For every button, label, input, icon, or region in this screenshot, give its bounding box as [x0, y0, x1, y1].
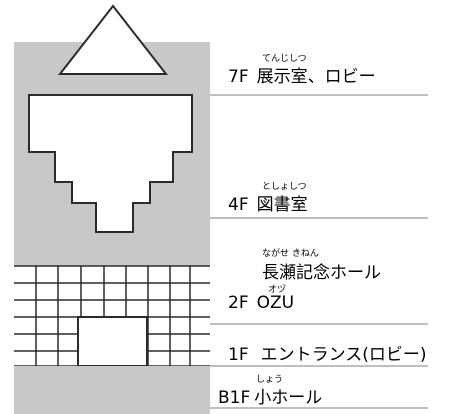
- entrance-door: [77, 316, 148, 367]
- floor-2f-name: OZU: [256, 293, 295, 313]
- floor-7f-name: 展示室、ロビー: [256, 67, 376, 87]
- floor-label-4f: としょしつ 4F 図書室: [228, 182, 308, 215]
- floor-7f-reading: てんじしつ: [262, 54, 307, 64]
- floor-4f-number: 4F: [228, 195, 249, 215]
- floor-1f-name: エントランス(ロビー): [260, 345, 427, 365]
- floor-b1f-reading: しょう: [256, 375, 284, 385]
- floor-7f-number: 7F: [228, 67, 249, 87]
- floor-4f-name: 図書室: [256, 195, 308, 215]
- floor-b1f-name: 小ホール: [254, 388, 323, 408]
- floor-b1f-number: B1F: [218, 388, 251, 408]
- floor-2f-number: 2F: [228, 293, 249, 313]
- floor-label-hall: ながせ きねん 長瀬記念ホール: [262, 249, 381, 283]
- hall-reading: ながせ きねん: [262, 249, 319, 259]
- floor-4f-reading: としょしつ: [262, 182, 307, 192]
- floor-1f-number: 1F: [228, 345, 249, 365]
- hall-name: 長瀬記念ホール: [262, 263, 381, 283]
- basement-band: [14, 366, 210, 414]
- roof-triangle: [57, 4, 169, 75]
- floor-dividers: [210, 94, 428, 409]
- floor-label-1f: 1F エントランス(ロビー): [228, 340, 427, 365]
- stepped-pyramid: [28, 94, 193, 233]
- floor-label-2f: オヅ 2F OZU: [228, 285, 295, 313]
- floor-2f-reading: オヅ: [268, 285, 287, 295]
- floor-label-7f: てんじしつ 7F 展示室、ロビー: [228, 54, 376, 87]
